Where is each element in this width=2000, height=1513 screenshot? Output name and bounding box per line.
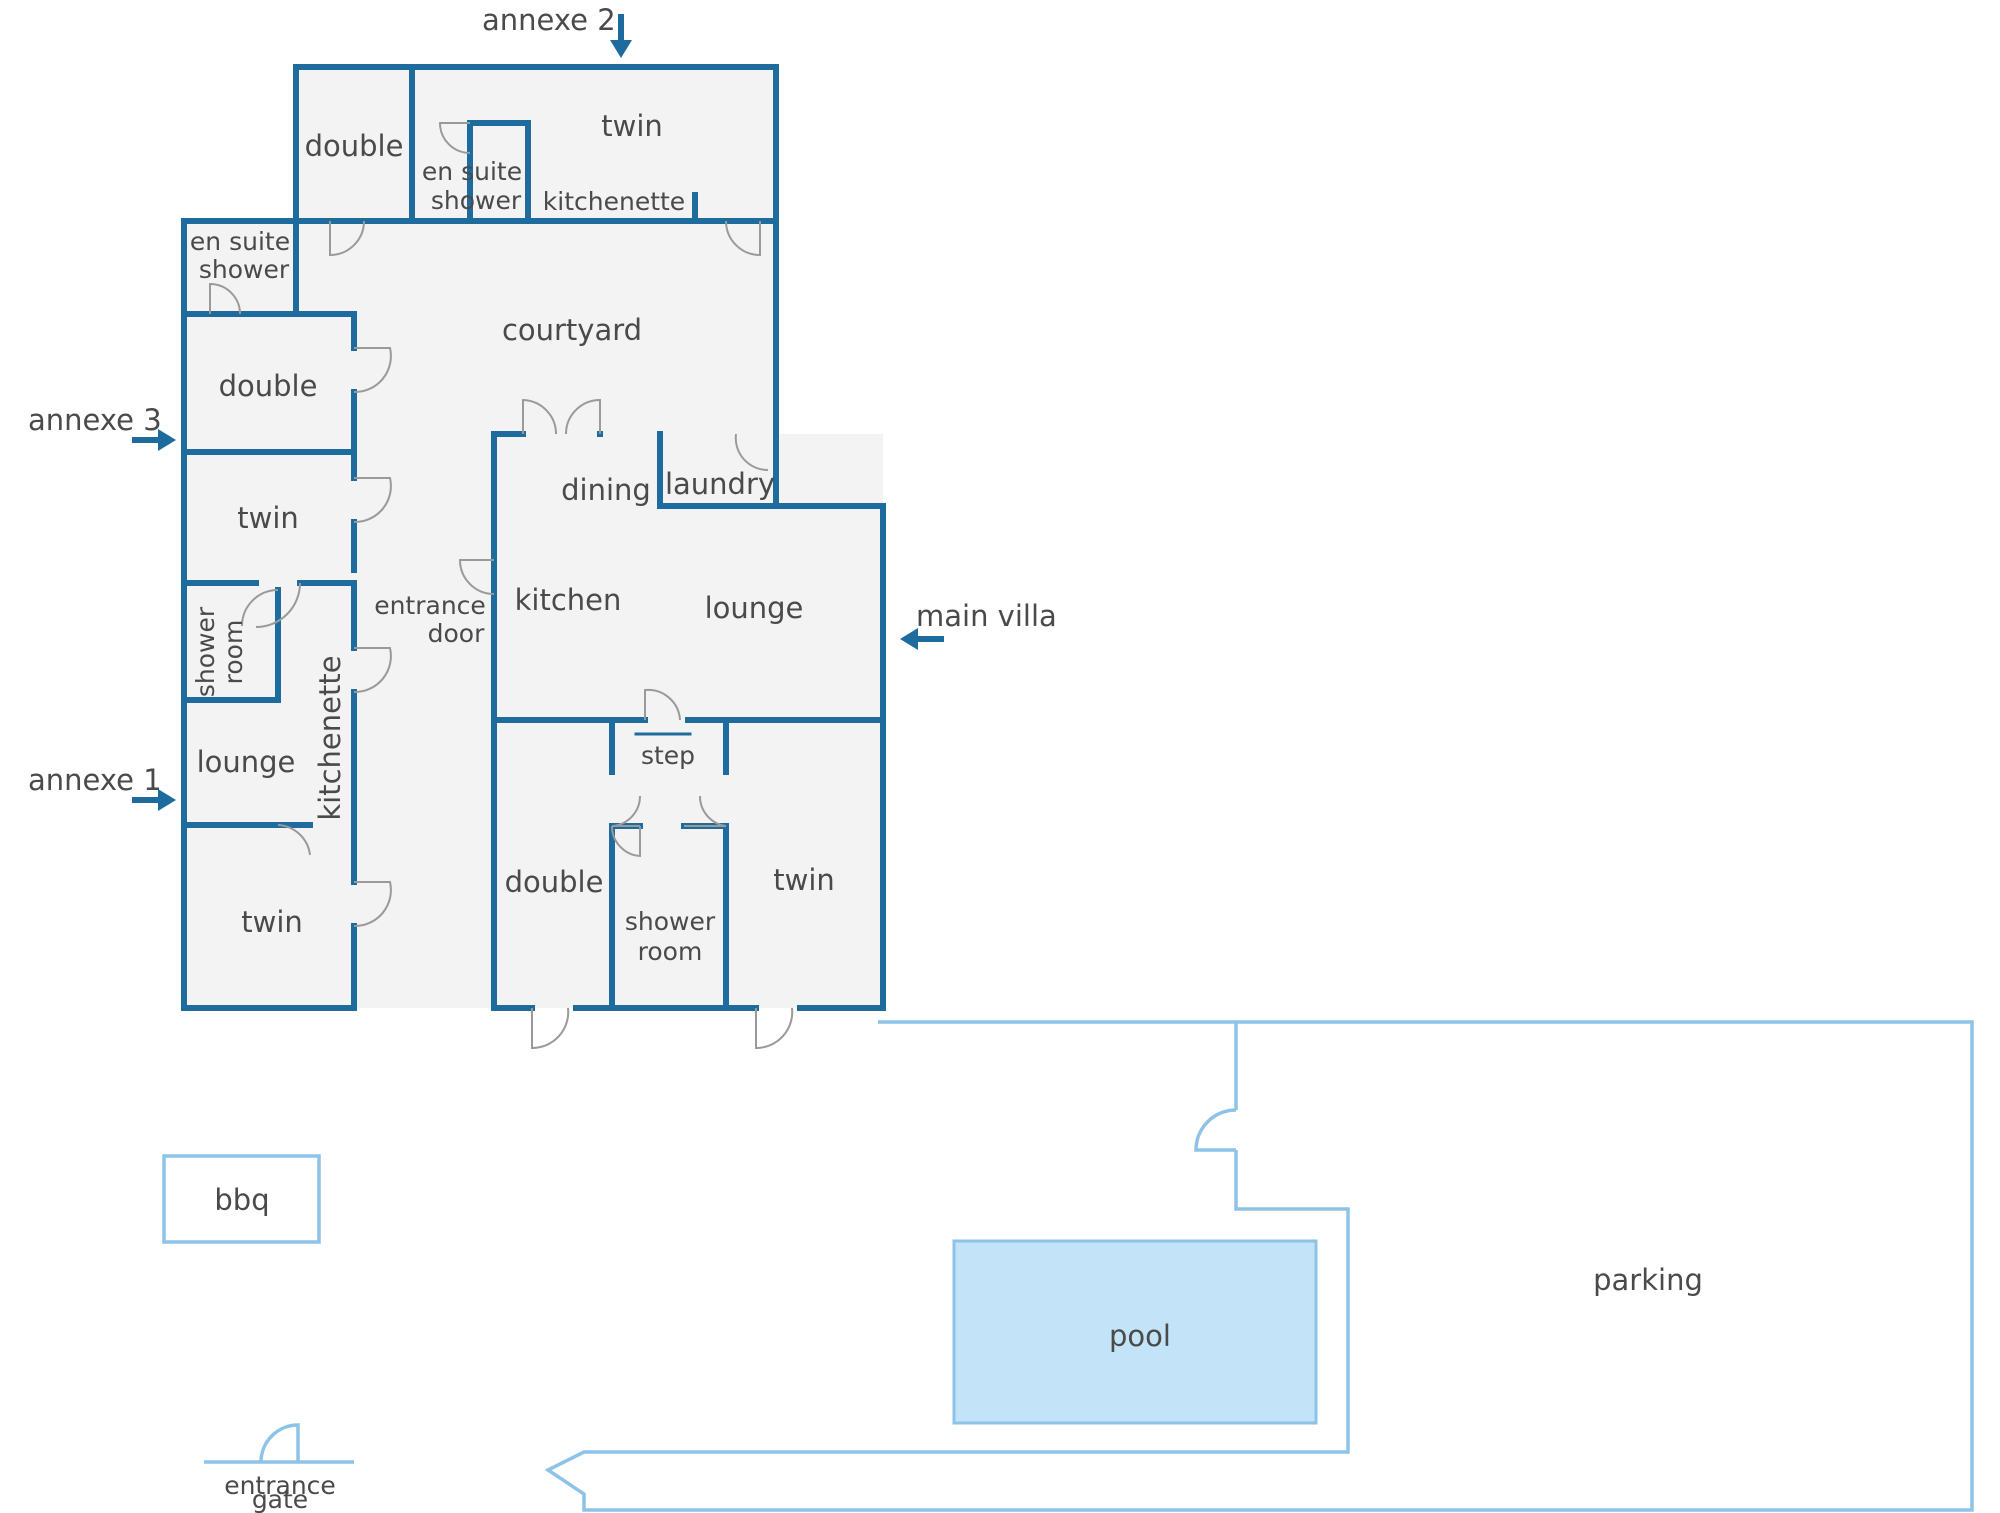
room-top-twin: twin <box>601 109 663 143</box>
outdoor-outlines <box>162 1020 1974 1512</box>
room-laundry: laundry <box>665 467 775 501</box>
room-mv-shower-2: room <box>638 937 703 966</box>
label-entrance-door-1: entrance <box>374 591 486 620</box>
label-entrance-gate-2: gate <box>252 1485 308 1513</box>
annexe-3-arrow <box>132 429 176 451</box>
room-left-double: double <box>219 369 318 403</box>
label-pool: pool <box>1109 1319 1171 1353</box>
room-top-double: double <box>305 129 404 163</box>
room-left-twin-bottom: twin <box>241 905 303 939</box>
label-parking: parking <box>1593 1263 1703 1297</box>
room-left-kitchenette: kitchenette <box>313 655 347 820</box>
room-mv-shower-1: shower <box>625 907 716 936</box>
floor-areas <box>184 67 883 1008</box>
main-villa-arrow <box>900 628 944 650</box>
room-top-kitchenette: kitchenette <box>543 187 685 216</box>
label-entrance-gate-1: entrance <box>224 1471 336 1500</box>
room-shower-room-left-1: shower <box>191 606 220 697</box>
room-top-shower: shower <box>431 186 522 215</box>
room-left-twin: twin <box>237 501 299 535</box>
label-step: step <box>641 741 695 770</box>
room-left-lounge: lounge <box>197 745 296 779</box>
room-left-en-suite: en suite <box>190 227 290 256</box>
door-swings <box>209 122 794 1050</box>
room-left-shower: shower <box>199 255 290 284</box>
room-courtyard: courtyard <box>502 313 642 347</box>
label-annexe-1: annexe 1 <box>28 763 162 797</box>
labels: annexe 2 annexe 3 annexe 1 main villa do… <box>28 3 1703 1513</box>
label-bbq: bbq <box>214 1183 269 1217</box>
label-entrance-door-2: door <box>428 619 485 648</box>
label-annexe-3: annexe 3 <box>28 403 162 437</box>
room-lounge: lounge <box>705 591 804 625</box>
room-shower-room-left-2: room <box>219 620 248 685</box>
annexe-2-arrow <box>610 14 632 58</box>
annexe-1-arrow <box>132 789 176 811</box>
room-dining: dining <box>561 473 651 507</box>
label-main-villa: main villa <box>916 599 1057 633</box>
building-walls <box>181 64 886 1011</box>
room-top-en-suite: en suite <box>422 157 522 186</box>
room-kitchen: kitchen <box>515 583 622 617</box>
label-annexe-2: annexe 2 <box>482 3 616 37</box>
room-mv-twin: twin <box>773 863 835 897</box>
room-mv-double: double <box>505 865 604 899</box>
entry-arrows <box>132 14 944 811</box>
